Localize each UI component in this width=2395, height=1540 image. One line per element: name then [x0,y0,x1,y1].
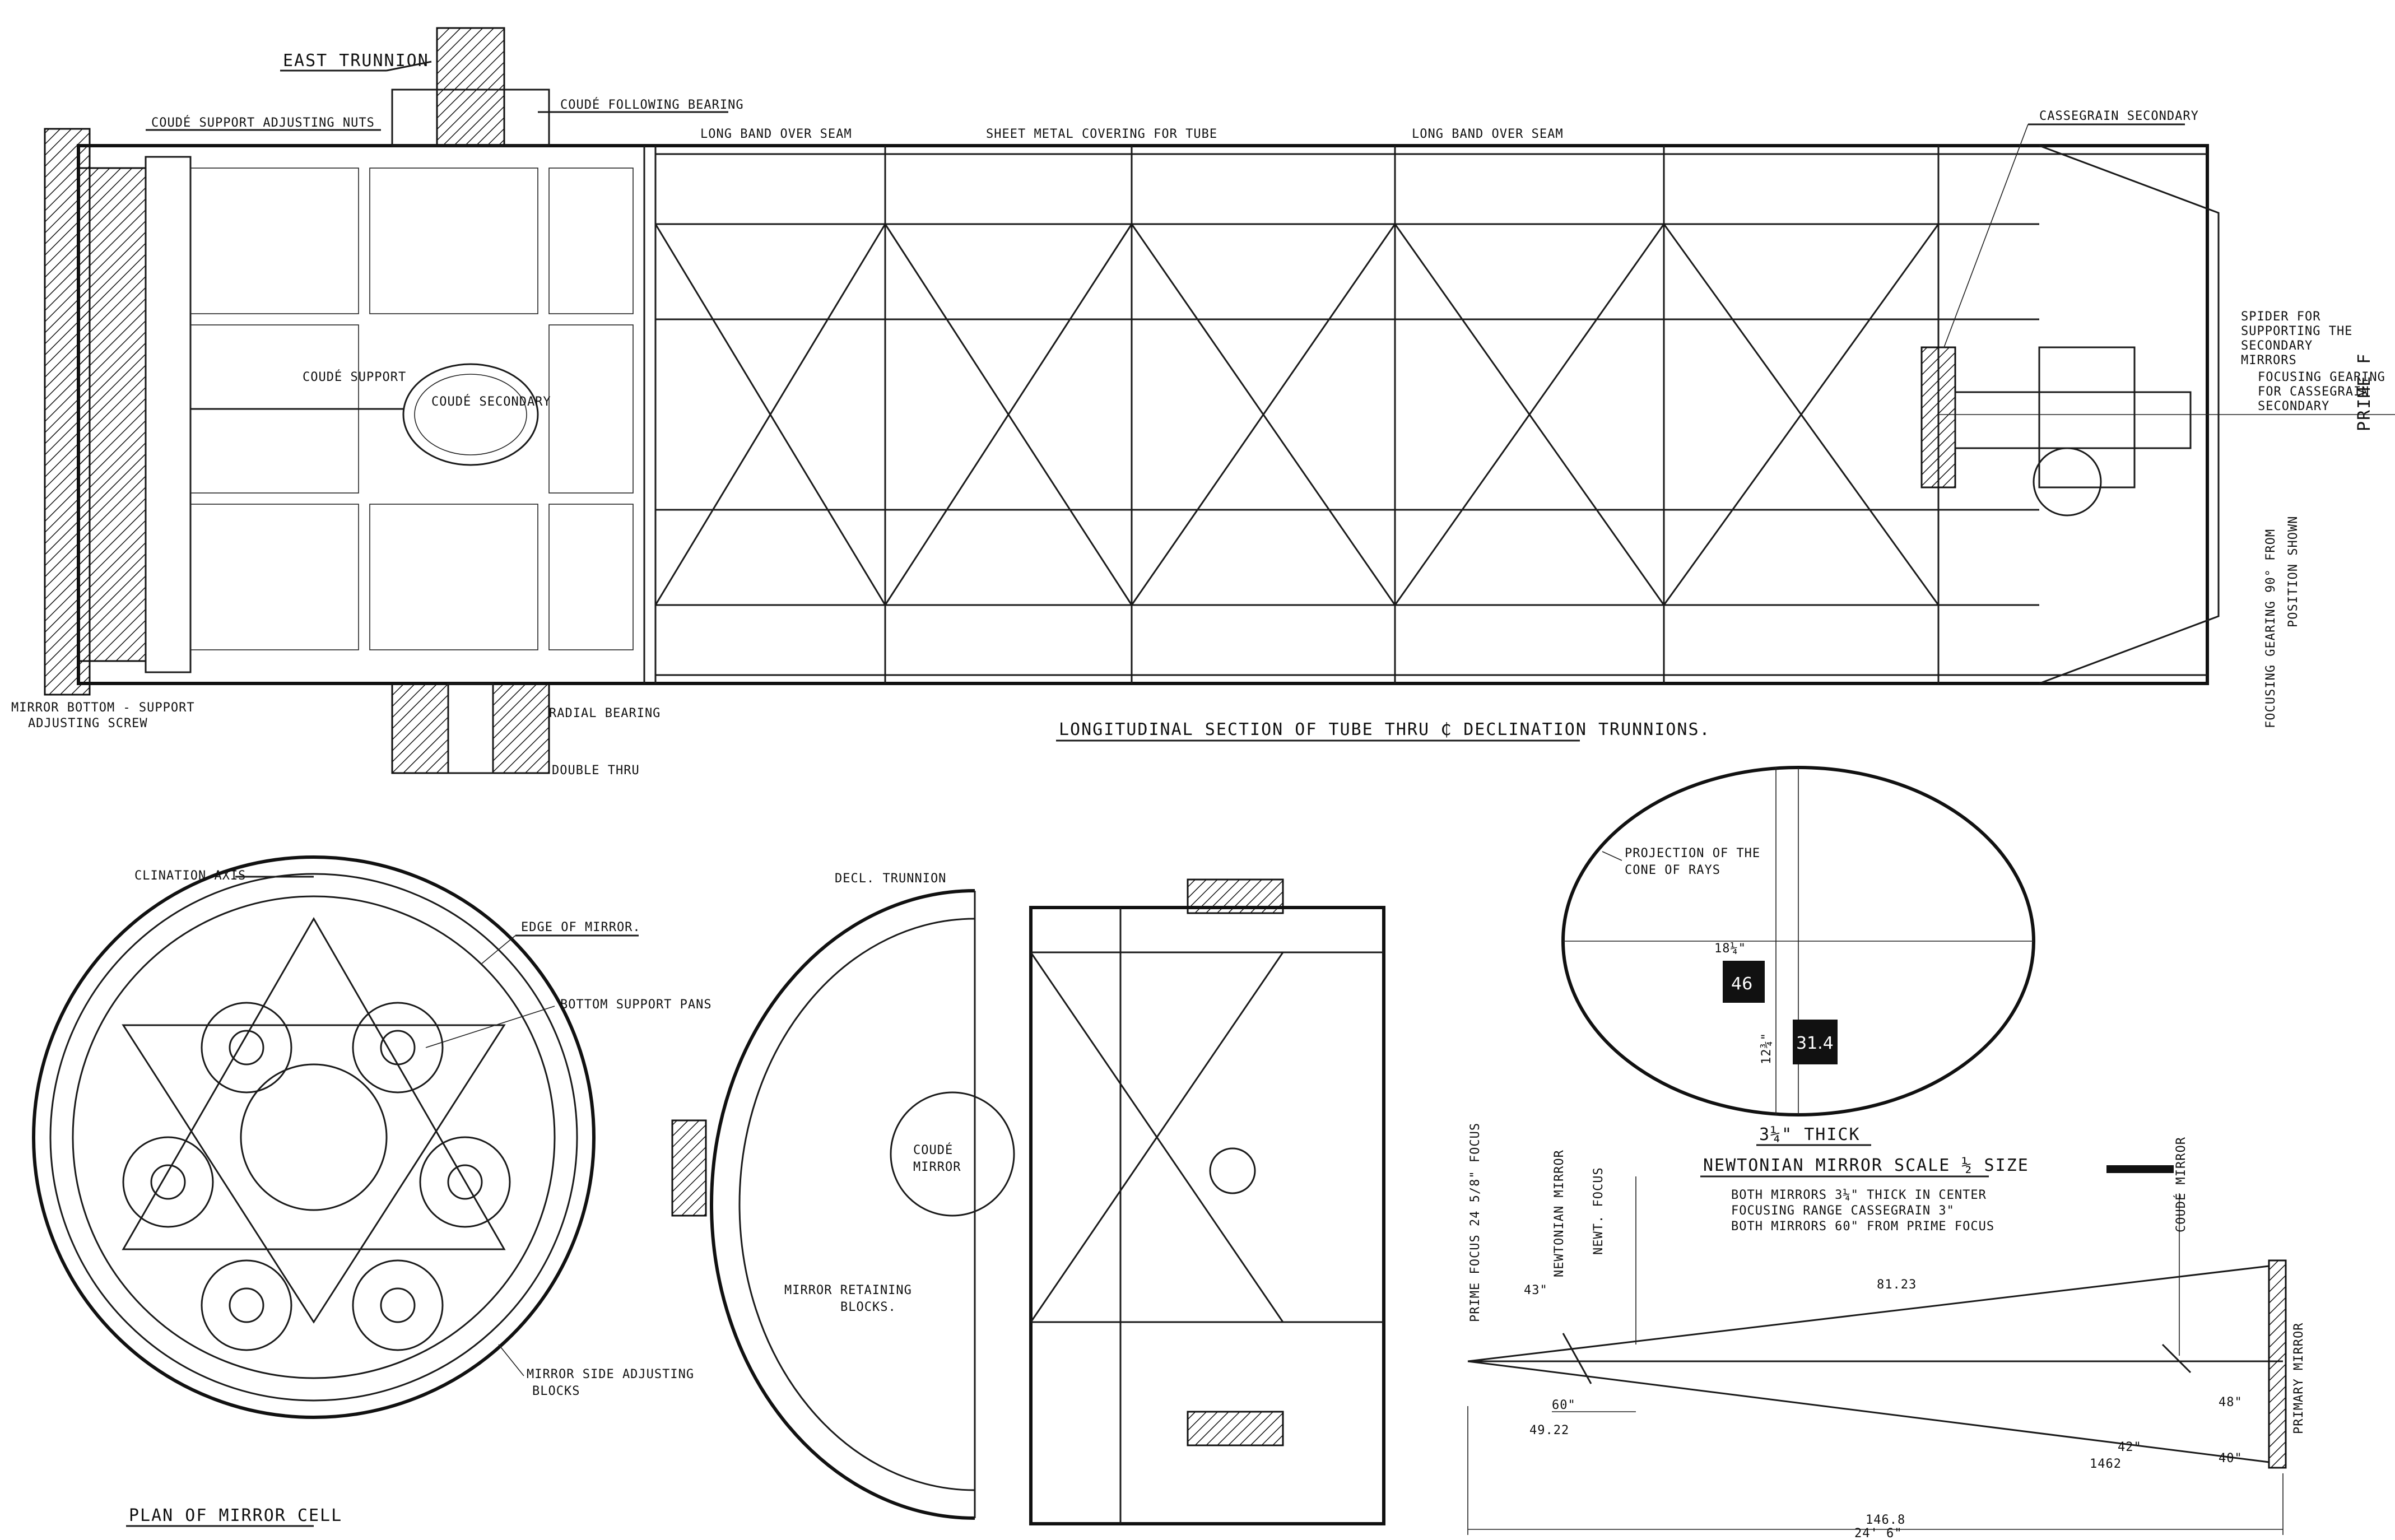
label-coude-mirror-v: COUDÉ MIRROR [2174,1137,2188,1232]
side-tube-detail [1029,878,1385,1525]
label-longitudinal-section: LONGITUDINAL SECTION OF TUBE THRU ₵ DECL… [1059,720,1711,739]
tag-314: 31.4 [1796,1034,1834,1053]
label-focusing-vertical-2: POSITION SHOWN [2286,516,2300,627]
primary-mirror-section [77,167,147,662]
label-spider-2: SUPPORTING THE [2241,324,2352,338]
label-dim-1462: 1462 [2090,1457,2122,1471]
label-mirror-bottom-support-2: ADJUSTING SCREW [28,717,148,731]
label-radial-bearing: RADIAL BEARING [549,706,661,720]
newtonian-mirror-ellipse [1561,766,2035,1116]
label-dim-48: 48" [2219,1395,2243,1409]
label-prime-f: PRIME F [2355,353,2374,431]
label-dim-42: 42" [2118,1440,2142,1454]
label-clination-axis: CLINATION AXIS [134,869,246,883]
label-dim-18: 18¼" [1714,942,1746,956]
label-dim-1468: 146.8 [1866,1513,1905,1527]
label-decl-trunnion: DECL. TRUNNION [835,872,946,886]
label-dim-43: 43" [1524,1283,1548,1297]
label-dim-4922: 49.22 [1529,1423,1569,1437]
label-mirror-side-adjusting-2: BLOCKS [532,1384,580,1398]
label-projection-2: CONE OF RAYS [1625,863,1720,877]
label-mirror-retaining-2: BLOCKS. [840,1300,896,1314]
tag-46-box [1723,961,1765,1003]
label-note-3: BOTH MIRRORS 60" FROM PRIME FOCUS [1731,1220,1994,1234]
label-focusing-gearing-3: SECONDARY [2258,399,2329,413]
label-note-1: BOTH MIRRORS 3¼" THICK IN CENTER [1731,1188,1987,1202]
coude-secondary [402,363,539,466]
label-dim-8123: 81.23 [1877,1278,1917,1292]
label-spider-1: SPIDER FOR [2241,310,2320,324]
label-coude-secondary: COUDÉ SECONDARY [431,394,551,409]
label-coude-support: COUDÉ SUPPORT [303,370,406,384]
label-focusing-gearing-2: FOR CASSEGRAIN [2258,385,2369,399]
decl-trunnion-section [671,889,1015,1520]
label-coude-mirror-2: MIRROR [913,1160,961,1174]
label-dim-12: 12¾" [1760,1032,1774,1064]
label-coude-mirror-1: COUDÉ [913,1143,953,1157]
tube-outline [77,144,2209,685]
label-dim-40: 40" [2219,1451,2243,1465]
cassegrain-secondary [1920,346,1956,488]
label-mirror-retaining-1: MIRROR RETAINING [784,1283,912,1297]
label-long-band-2: LONG BAND OVER SEAM [1412,127,1564,141]
label-newtonian-mirror: NEWTONIAN MIRROR SCALE ½ SIZE [1703,1156,2029,1175]
label-mirror-side-adjusting-1: MIRROR SIDE ADJUSTING [527,1367,694,1381]
label-newtonian-mirror-v: NEWTONIAN MIRROR [1552,1150,1566,1277]
label-east-trunnion: EAST TRUNNION [283,51,429,71]
label-note-2: FOCUSING RANGE CASSEGRAIN 3" [1731,1204,1955,1218]
label-double-thru: DOUBLE THRU [552,764,640,778]
label-mirror-bottom-support-1: MIRROR BOTTOM - SUPPORT [11,701,195,715]
label-projection-1: PROJECTION OF THE [1625,846,1760,860]
label-bottom-support-pans: BOTTOM SUPPORT PANS [560,998,712,1012]
label-focusing-vertical-1: FOCUSING GEARING 90° FROM [2264,529,2278,728]
label-dim-60: 60" [1552,1398,1576,1412]
plan-of-mirror-cell [32,855,596,1419]
tag-314-box [1793,1020,1838,1064]
label-dim-246: 24' 6" [1854,1527,1902,1540]
longitudinal-section [44,27,2395,774]
label-spider-4: MIRRORS [2241,353,2297,367]
label-newt-focus: NEWT. FOCUS [1592,1167,1606,1255]
optical-ray-diagram [1467,1176,2287,1535]
label-spider-3: SECONDARY [2241,339,2313,353]
tube-truss [654,146,2039,683]
scale-bar [2106,1165,2174,1173]
label-focusing-gearing-1: FOCUSING GEARING [2258,370,2385,384]
tag-46: 46 [1731,974,1752,994]
label-thick: 3¼" THICK [1759,1125,1861,1144]
label-primary-mirror-v: PRIMARY MIRROR [2292,1323,2306,1434]
label-cassegrain-secondary: CASSEGRAIN SECONDARY [2039,109,2199,123]
label-prime-focus-note: PRIME FOCUS 24 5/8" FOCUS [1468,1123,1482,1322]
label-edge-of-mirror: EDGE OF MIRROR. [521,920,641,934]
label-coude-following-bearing: COUDÉ FOLLOWING BEARING [560,97,744,112]
label-long-band-1: LONG BAND OVER SEAM [700,127,852,141]
label-coude-support-adjusting-nuts: COUDÉ SUPPORT ADJUSTING NUTS [151,115,375,130]
east-trunnion [436,27,505,147]
label-plan-of-mirror-cell: PLAN OF MIRROR CELL [129,1506,342,1525]
label-sheet-metal-covering: SHEET METAL COVERING FOR TUBE [986,127,1217,141]
